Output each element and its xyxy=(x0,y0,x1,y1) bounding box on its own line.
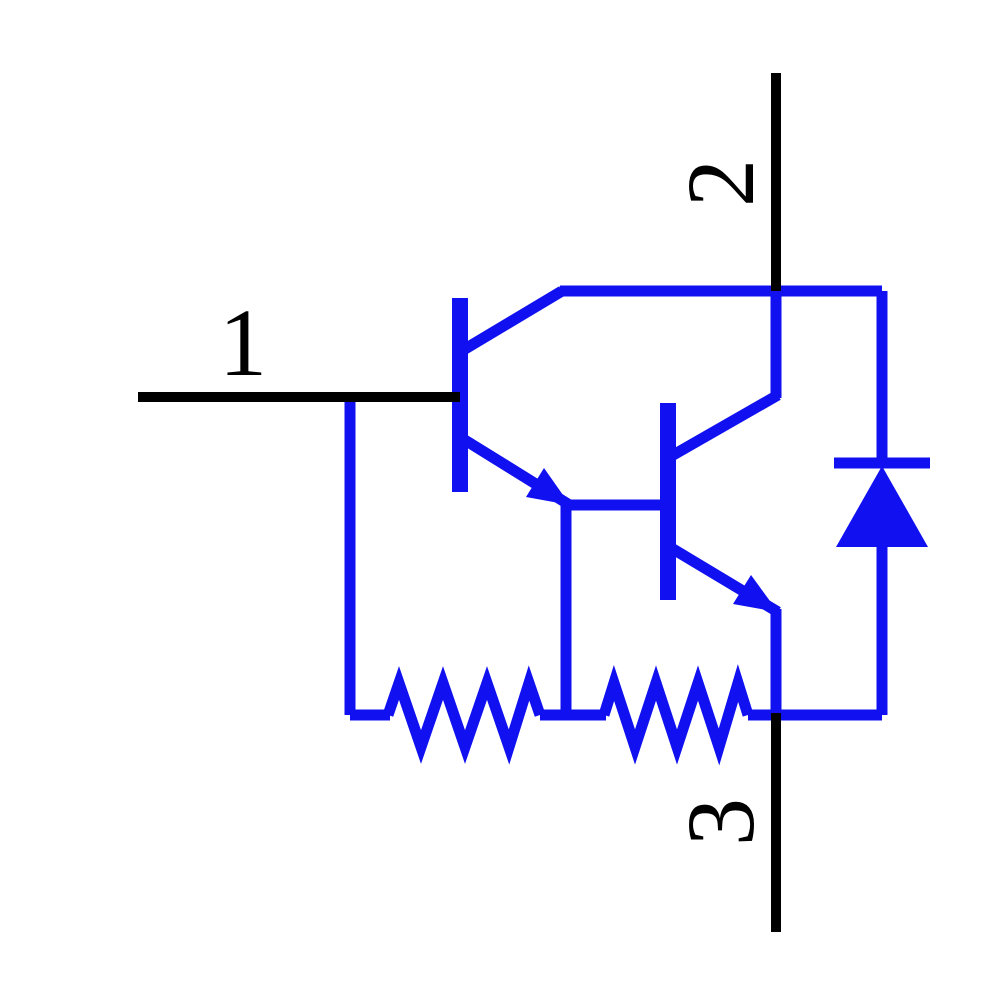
resistor-r1 xyxy=(382,665,546,765)
terminal-1-label: 1 xyxy=(219,289,267,396)
npn-transistor-q2 xyxy=(660,390,781,617)
terminal-2-label: 2 xyxy=(667,159,774,207)
npn-transistor-q1 xyxy=(452,286,571,509)
terminal-3-label: 3 xyxy=(667,798,774,846)
resistor-r2 xyxy=(598,664,754,766)
q2-emitter-arrow-icon xyxy=(733,575,778,612)
diode-d1 xyxy=(834,291,930,715)
diode-triangle-icon xyxy=(836,466,928,547)
q2-collector-lead xyxy=(665,390,781,463)
terminal-labels: 1 2 3 xyxy=(219,159,774,846)
q1-emitter-arrow-icon xyxy=(526,468,570,505)
internal-network xyxy=(344,285,930,766)
terminal-pins xyxy=(138,73,781,932)
q1-collector-lead xyxy=(457,286,565,357)
